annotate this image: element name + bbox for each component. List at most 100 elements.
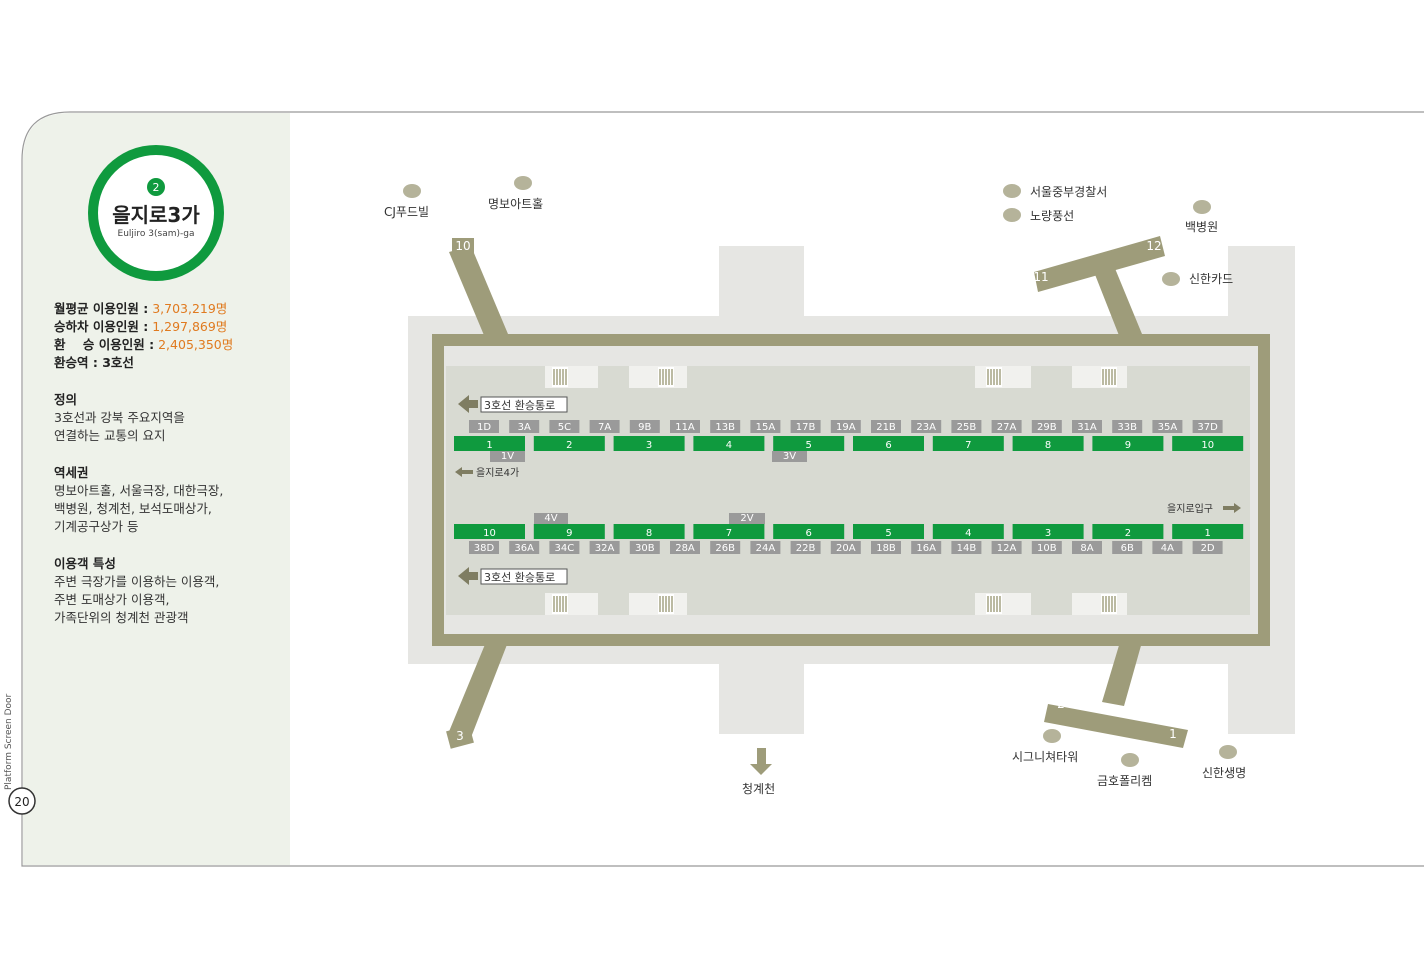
door-label-13B: 13B	[710, 420, 741, 433]
svg-text:22B: 22B	[796, 543, 816, 554]
section-definition: 정의 3호선과 강북 주요지역을 연결하는 교통의 요지	[54, 392, 185, 443]
door-label-14B: 14B	[951, 541, 982, 554]
page-number-badge	[8, 787, 36, 815]
svg-text:17B: 17B	[796, 422, 816, 433]
door-label-3A: 3A	[509, 420, 540, 433]
section-area: 역세권 명보아트홀, 서울극장, 대한극장, 백병원, 청계천, 보석도매상가,…	[54, 465, 224, 534]
svg-text:30B: 30B	[635, 543, 655, 554]
door-label-23A: 23A	[911, 420, 942, 433]
down-arrow-icon	[750, 748, 772, 775]
svg-text:7A: 7A	[598, 422, 611, 433]
svg-text:15A: 15A	[756, 422, 776, 433]
train-car-bottom-9: 9	[533, 524, 605, 539]
door-label-1D: 1D	[469, 420, 499, 433]
stat-monthly: 월평균 이용인원 : 3,703,219명	[54, 301, 228, 316]
landmark-shinhan-life: 신한생명	[1202, 766, 1246, 780]
train-car-bottom-3: 3	[1012, 524, 1084, 539]
svg-text:32A: 32A	[595, 543, 615, 554]
landmark-kumho: 금호폴리켐	[1097, 774, 1152, 788]
train-car-top-5: 5	[773, 436, 845, 451]
svg-text:9B: 9B	[638, 422, 651, 433]
stat-boarding: 승하차 이용인원 : 1,297,869명	[54, 319, 228, 334]
door-label-22B: 22B	[790, 541, 821, 554]
svg-text:10: 10	[483, 528, 496, 539]
door-label-25B: 25B	[951, 420, 982, 433]
svg-text:9: 9	[566, 528, 572, 539]
transfer-label-top: 3호선 환승통로	[484, 399, 555, 412]
right-direction-arrow-icon	[1223, 503, 1241, 513]
stairs-icon	[1101, 594, 1117, 614]
station-outline	[432, 334, 1270, 646]
train-car-bottom-4: 4	[932, 524, 1004, 539]
door-label-7A: 7A	[589, 420, 620, 433]
svg-text:24A: 24A	[756, 543, 776, 554]
train-car-top-8: 8	[1012, 436, 1084, 451]
door-label-2D: 2D	[1192, 541, 1223, 554]
transfer-label-bottom: 3호선 환승통로	[484, 571, 555, 584]
door-label-8A: 8A	[1072, 541, 1102, 554]
landmark-myungbo: 명보아트홀	[488, 197, 543, 211]
transfer-arrow-icon-top	[458, 395, 478, 413]
svg-text:12A: 12A	[997, 543, 1017, 554]
door-label-11A: 11A	[670, 420, 700, 433]
svg-text:14B: 14B	[957, 543, 977, 554]
svg-text:20A: 20A	[836, 543, 856, 554]
svg-text:28A: 28A	[675, 543, 695, 554]
top-door-labels: 1D 3A 5C 7A 9B 11A 13B 15A 17B 19A 21B 23A 25B 27A 29B…	[469, 420, 1223, 433]
door-label-38D: 38D	[469, 541, 499, 554]
svg-text:5: 5	[806, 440, 812, 451]
svg-text:11A: 11A	[675, 422, 695, 433]
train-car-bottom-1: 1	[1172, 524, 1244, 539]
door-label-37D: 37D	[1192, 420, 1223, 433]
svg-text:38D: 38D	[474, 543, 495, 554]
extra-label-2v: 2V	[729, 513, 765, 524]
svg-text:4A: 4A	[1161, 543, 1174, 554]
page-number: 20	[14, 795, 29, 809]
door-label-19A: 19A	[830, 420, 861, 433]
svg-text:31A: 31A	[1077, 422, 1097, 433]
landmark-signature: 시그니쳐타워	[1012, 750, 1078, 764]
train-car-top-2: 2	[533, 436, 605, 451]
svg-text:23A: 23A	[916, 422, 936, 433]
door-label-4A: 4A	[1152, 541, 1183, 554]
svg-text:6: 6	[885, 440, 891, 451]
svg-text:4V: 4V	[544, 513, 557, 524]
svg-text:18B: 18B	[876, 543, 896, 554]
svg-text:34C: 34C	[555, 543, 575, 554]
svg-text:6: 6	[806, 528, 812, 539]
svg-text:27A: 27A	[997, 422, 1017, 433]
svg-text:21B: 21B	[876, 422, 896, 433]
door-label-34C: 34C	[549, 541, 580, 554]
svg-text:13B: 13B	[715, 422, 735, 433]
svg-text:1D: 1D	[477, 422, 491, 433]
svg-text:6B: 6B	[1121, 543, 1134, 554]
exit-number-12: 12	[1146, 239, 1161, 253]
door-label-21B: 21B	[871, 420, 901, 433]
door-label-33B: 33B	[1112, 420, 1143, 433]
door-label-31A: 31A	[1072, 420, 1102, 433]
svg-text:37D: 37D	[1197, 422, 1218, 433]
door-label-5C: 5C	[549, 420, 580, 433]
train-car-top-4: 4	[693, 436, 765, 451]
stairs-icon	[1101, 367, 1117, 387]
door-label-26B: 26B	[710, 541, 741, 554]
exit-number-11: 11	[1033, 270, 1048, 284]
bottom-extra-labels: 4V 2V	[534, 513, 765, 524]
svg-text:3A: 3A	[518, 422, 531, 433]
svg-text:2: 2	[566, 440, 572, 451]
direction-right-label: 을지로입구	[1167, 502, 1213, 515]
left-direction-arrow-icon	[455, 467, 473, 477]
door-label-30B: 30B	[629, 541, 660, 554]
transfer-arrow-icon-bottom	[458, 567, 478, 585]
svg-text:29B: 29B	[1037, 422, 1057, 433]
door-label-15A: 15A	[750, 420, 781, 433]
svg-text:8: 8	[646, 528, 652, 539]
stairs-icon	[658, 367, 674, 387]
svg-text:2V: 2V	[740, 513, 753, 524]
landmark-cj: CJ푸드빌	[384, 205, 429, 219]
svg-text:2D: 2D	[1201, 543, 1215, 554]
